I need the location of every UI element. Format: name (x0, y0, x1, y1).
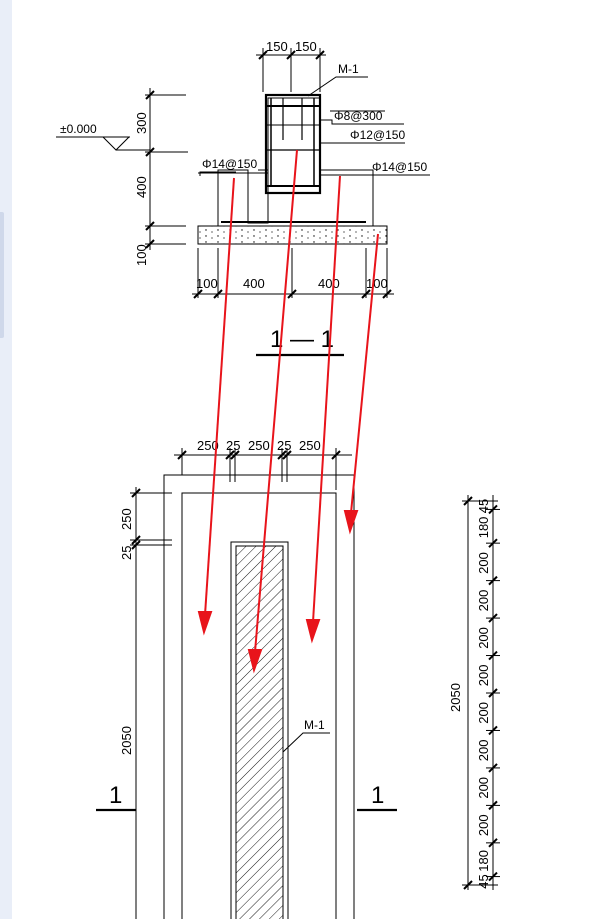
spacing-ticks: 45 180 200 200 200 200 200 200 200 200 180 45 (476, 499, 500, 889)
rebar-cage (264, 93, 322, 195)
dim-top-2: 150 (295, 39, 317, 54)
red-arrow-2 (254, 149, 298, 653)
spacing-segment-label: 200 (476, 627, 491, 649)
dim-top-1: 150 (266, 39, 288, 54)
plan-dim-v-25: 25 (119, 546, 134, 560)
plan-dim-h-5: 250 (299, 438, 321, 453)
label-m1-plan: M-1 (304, 718, 325, 732)
door-opening-frame (230, 541, 289, 919)
base-slab (197, 225, 388, 245)
rebar-label-top1: Φ8@300 (334, 109, 383, 123)
rebar-label-top2: Φ12@150 (350, 128, 405, 142)
section-drawing (56, 48, 430, 357)
cut-label-right: 1 (371, 782, 384, 809)
label-m1-section: M-1 (338, 62, 359, 76)
rebar-label-right: Φ14@150 (372, 160, 427, 174)
spacing-segment-label: 200 (476, 590, 491, 612)
red-arrow-4 (350, 233, 379, 514)
red-arrow-1-head (197, 611, 213, 636)
dim-bottom-4: 100 (366, 276, 388, 291)
red-arrow-3 (312, 175, 341, 623)
spacing-segment-label: 180 (476, 517, 491, 539)
cut-label-left: 1 (109, 782, 122, 809)
dim-bottom-3: 400 (318, 276, 340, 291)
plan-dim-h-3: 250 (248, 438, 270, 453)
spacing-segment-label: 200 (476, 814, 491, 836)
red-arrow-1 (204, 177, 235, 616)
red-arrow-3-head (305, 619, 321, 644)
spacing-segment-label: 180 (476, 850, 491, 872)
plan-dim-v-2050: 2050 (119, 726, 134, 755)
plan-dim-v-250: 250 (119, 508, 134, 530)
annotation-arrows (197, 149, 379, 674)
plan-dim-h-4: 25 (277, 438, 291, 453)
spacing-total: 2050 (448, 683, 463, 712)
spacing-segment-label: 45 (476, 874, 491, 888)
dim-v-400: 400 (134, 176, 149, 198)
spacing-segment-label: 200 (476, 665, 491, 687)
red-arrow-4-head (343, 510, 359, 535)
spacing-segment-label: 200 (476, 777, 491, 799)
elevation-label: ±0.000 (60, 122, 97, 136)
spacing-segment-label: 200 (476, 739, 491, 761)
plan-outer-rect (163, 474, 355, 919)
spacing-segment-label: 200 (476, 702, 491, 724)
dim-v-300: 300 (134, 112, 149, 134)
plan-dim-h-1: 250 (197, 438, 219, 453)
red-arrow-2-head (247, 649, 263, 674)
dim-v-100: 100 (134, 244, 149, 266)
left-panel-tab[interactable] (0, 212, 4, 338)
plan-dim-h-2: 25 (226, 438, 240, 453)
dim-bottom-2: 400 (243, 276, 265, 291)
dim-bottom-1: 100 (196, 276, 218, 291)
rebar-label-left: Φ14@150 (202, 157, 257, 171)
spacing-segment-label: 45 (476, 499, 491, 513)
plan-inner-rect (181, 492, 337, 919)
spacing-segment-label: 200 (476, 552, 491, 574)
